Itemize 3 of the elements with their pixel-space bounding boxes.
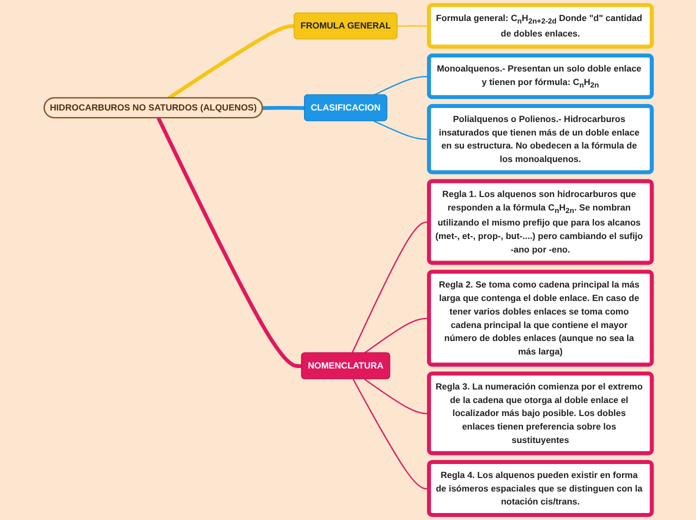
connector: [156, 117, 302, 368]
connector: [168, 24, 294, 100]
connector: [262, 106, 305, 110]
